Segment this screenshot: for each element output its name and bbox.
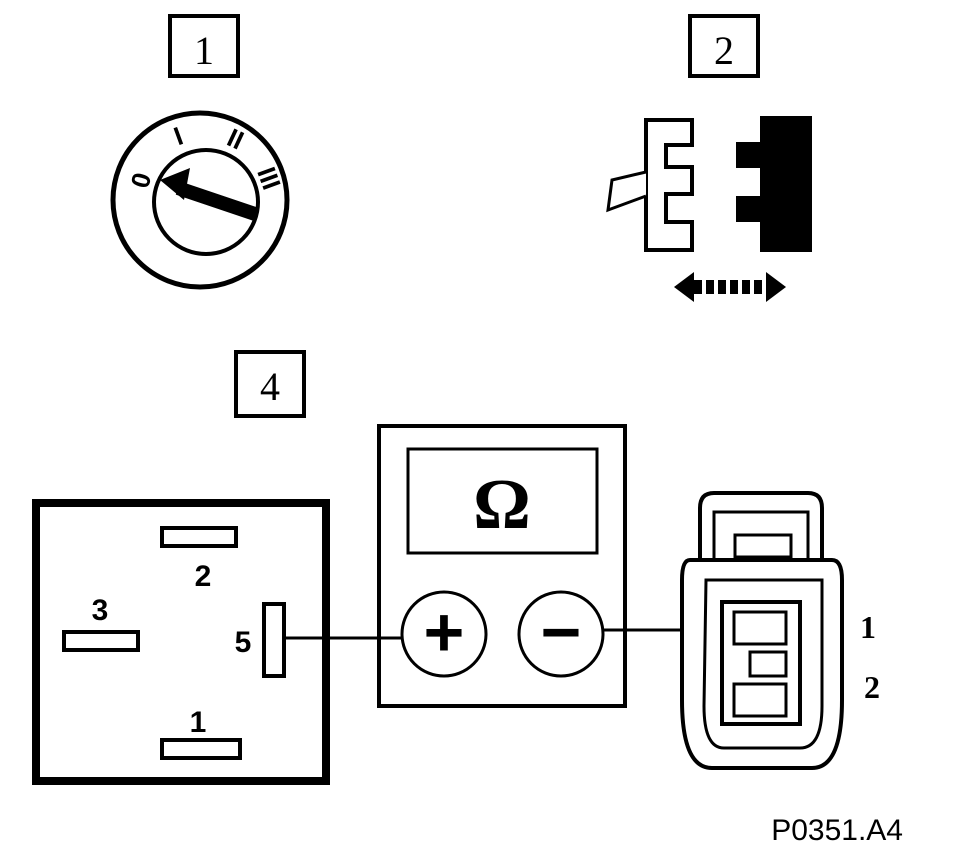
connector-icon xyxy=(680,491,844,770)
meter-plus-terminal xyxy=(400,590,488,678)
double-arrow-icon xyxy=(674,272,786,302)
step-1-group: 1 0 I II III xyxy=(110,14,290,290)
minus-icon: − xyxy=(541,593,582,671)
plus-icon: + xyxy=(424,593,465,671)
relay-tab-icon xyxy=(606,170,647,213)
step-2-label: 2 xyxy=(714,28,734,73)
ohm-symbol: Ω xyxy=(473,464,531,544)
connector-pin-2-label: 2 xyxy=(864,669,880,705)
relay-pin-5-label: 5 xyxy=(235,626,252,659)
relay-pin-1-label: 1 xyxy=(190,706,207,739)
step-1-label: 1 xyxy=(194,28,214,73)
relay-pin-3-label: 3 xyxy=(92,594,109,627)
figure-code: P0351.A4 xyxy=(771,814,903,847)
step-4-group: 4 2 3 5 1 Ω + − xyxy=(32,350,880,785)
step-1-box xyxy=(168,14,240,78)
step-2-group: 2 xyxy=(606,14,812,302)
meter-minus-terminal xyxy=(517,590,605,678)
ohmmeter-display xyxy=(406,447,599,555)
connector-pin-1-label: 1 xyxy=(860,609,876,645)
relay-pin-5 xyxy=(262,602,286,678)
step-4-label: 4 xyxy=(260,364,280,409)
relay-pin-3 xyxy=(62,630,140,652)
step-4-box xyxy=(234,350,306,418)
relay-pin-1 xyxy=(160,738,242,760)
relay-body-icon xyxy=(644,118,694,252)
relay-pin-2-label: 2 xyxy=(195,560,212,593)
relay-socket-icon xyxy=(736,116,812,252)
relay-pin-2 xyxy=(160,526,238,548)
ignition-switch-icon: 0 I II III xyxy=(110,110,290,290)
step-2-box xyxy=(688,14,760,78)
